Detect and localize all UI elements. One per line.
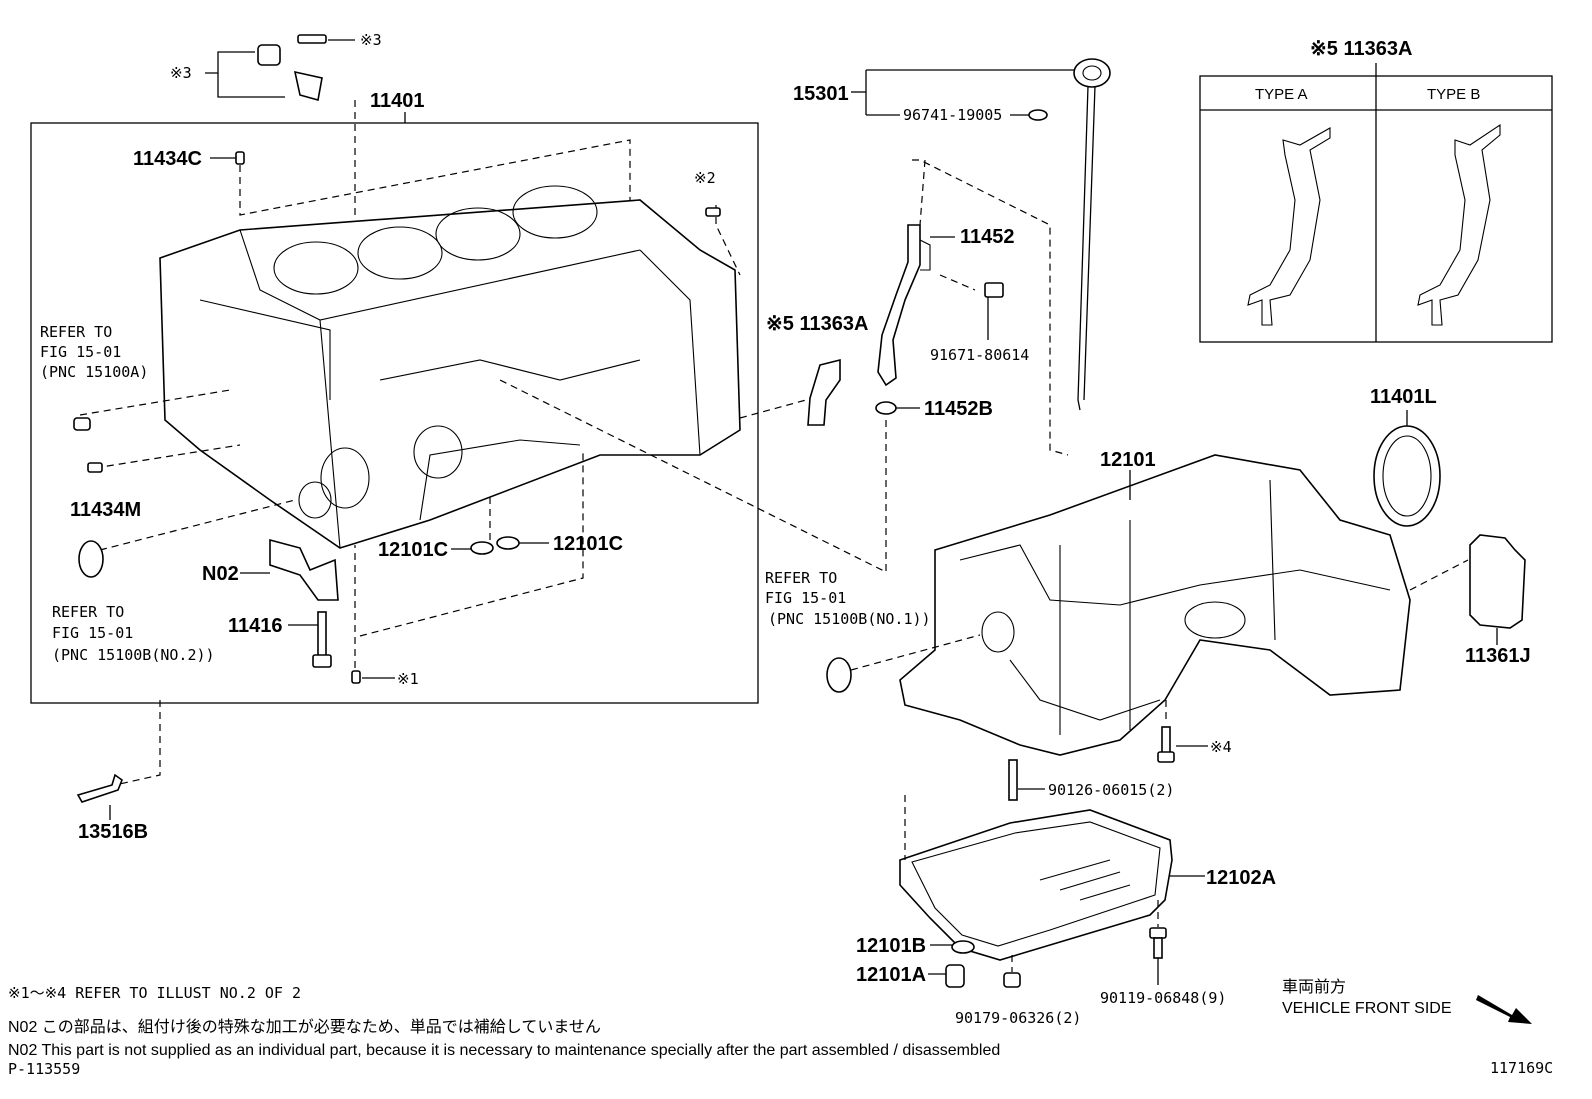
o-ring-crankcase: [826, 657, 852, 693]
fittings-mark3: [205, 34, 355, 102]
label-mark2: ※2: [694, 169, 716, 187]
type-table: [1199, 63, 1553, 343]
label-type-b: TYPE B: [1427, 86, 1480, 103]
label-12101a: 12101A: [856, 964, 926, 986]
refer-3-line3: (PNC 15100B(NO.1)): [768, 610, 931, 628]
plug-left: [73, 417, 91, 431]
label-12101b: 12101B: [856, 935, 926, 957]
refer-1-line2: FIG 15-01: [40, 343, 121, 361]
cylinder-block-drawing: [159, 185, 741, 549]
label-mark4: ※4: [1210, 738, 1232, 756]
stud-90126: [1008, 759, 1045, 801]
o-rings-12101c: [451, 536, 549, 555]
oil-jet-13516b: [76, 773, 123, 820]
label-12102a: 12102A: [1206, 867, 1276, 889]
front-side-japanese: 車両前方: [1282, 978, 1346, 996]
label-mark3-left: ※3: [170, 64, 192, 82]
label-mark3-top: ※3: [360, 31, 382, 49]
label-11363a-box: ※5 11363A: [1310, 38, 1412, 60]
page-code: P-113559: [8, 1060, 80, 1078]
o-ring-left: [78, 540, 104, 578]
refer-3-line1: REFER TO: [765, 569, 837, 587]
label-12101c-b: 12101C: [553, 533, 623, 555]
drain-plug-12101a: [928, 964, 965, 988]
bolt-mark4: [1157, 726, 1208, 763]
label-11434c: 11434C: [133, 148, 202, 170]
label-11361j: 11361J: [1465, 645, 1531, 667]
label-90179: 90179-06326(2): [955, 1009, 1081, 1027]
front-arrow-icon: [1476, 995, 1532, 1024]
label-12101c-a: 12101C: [378, 539, 448, 561]
label-11452b: 11452B: [924, 398, 993, 420]
label-11401l: 11401L: [1370, 386, 1437, 408]
label-11452: 11452: [960, 226, 1015, 248]
refer-1-line3: (PNC 15100A): [40, 363, 148, 381]
bolt-91671: [984, 282, 1004, 340]
pin-mark2: [705, 207, 721, 217]
gasket-12101b: [930, 940, 975, 954]
label-type-a: TYPE A: [1255, 86, 1308, 103]
label-90119: 90119-06848(9): [1100, 989, 1226, 1007]
oil-pan-12102a: [899, 795, 1205, 961]
refer-1-line1: REFER TO: [40, 323, 112, 341]
dipstick-15301: [851, 58, 1111, 411]
block-dashed-leaders: [79, 100, 741, 786]
pin-mark1: [351, 670, 395, 684]
label-13516b: 13516B: [78, 821, 148, 843]
refer-2-line2: FIG 15-01: [52, 624, 133, 642]
note-n02-english: N02 This part is not supplied as an indi…: [8, 1042, 1000, 1059]
dipstick-guide-11452: [875, 224, 955, 415]
label-11363a-left: ※5 11363A: [766, 313, 868, 335]
label-11416: 11416: [228, 615, 283, 637]
refer-3-line2: FIG 15-01: [765, 589, 846, 607]
note-n02-japanese: N02 この部品は、組付け後の特殊な加工が必要なため、単品では補給していません: [8, 1018, 601, 1036]
label-mark1: ※1: [397, 670, 419, 688]
label-90126: 90126-06015(2): [1048, 781, 1174, 799]
oil-seal-11401l: [1373, 410, 1441, 527]
bolt-90119: [1149, 900, 1167, 985]
bolt-11416: [288, 611, 332, 668]
label-91671: 91671-80614: [930, 346, 1029, 364]
label-96741: 96741-19005: [903, 106, 1002, 124]
label-15301: 15301: [793, 83, 849, 105]
label-n02: N02: [202, 563, 239, 585]
seal-11363a: [739, 358, 841, 426]
crankcase-12101: [899, 454, 1411, 756]
dowel-11434c: [210, 151, 245, 165]
label-12101: 12101: [1100, 449, 1156, 471]
cover-11361j: [1409, 534, 1526, 645]
label-11401: 11401: [370, 90, 425, 112]
illustration-code: 117169C: [1490, 1059, 1553, 1077]
note-refer-illust: ※1～※4 REFER TO ILLUST NO.2 OF 2: [8, 984, 301, 1002]
bearing-cap-n02: [240, 538, 339, 601]
refer-2-line1: REFER TO: [52, 603, 124, 621]
nut-90179: [1003, 955, 1021, 988]
label-11434m: 11434M: [70, 499, 141, 521]
dowel-11434m: [87, 462, 103, 473]
refer-2-line3: (PNC 15100B(NO.2)): [52, 646, 215, 664]
front-side-english: VEHICLE FRONT SIDE: [1282, 1000, 1452, 1017]
